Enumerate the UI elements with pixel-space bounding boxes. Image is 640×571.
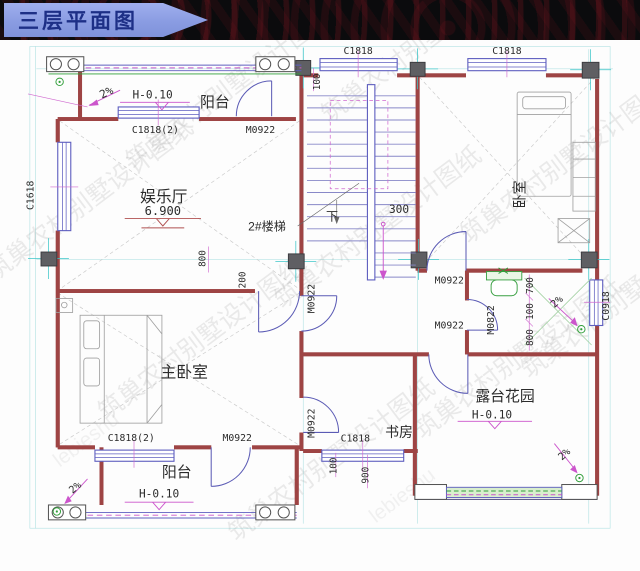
floor-plan-drawing: 筑巢农村别墅设计图纸 筑巢农村别墅设计图纸 筑巢农村别墅设计图纸 筑巢农村别墅设… — [0, 40, 640, 547]
door-label: M0922 — [435, 320, 464, 331]
dim-label: 800 — [198, 250, 209, 267]
dim-label: 700 — [525, 277, 536, 294]
door-label: M0922 — [306, 284, 317, 313]
door-label: M0922 — [223, 433, 252, 444]
level-label-balcony-bottom: H-0.10 — [139, 488, 179, 501]
room-label-master: 主卧室 — [161, 364, 208, 382]
annotations — [27, 51, 611, 511]
slope-label-bl: 2% — [67, 480, 84, 496]
room-label-entertainment: 娱乐厅 — [140, 188, 188, 206]
watermark-text: 筑巢农村别墅设计图纸 — [93, 253, 310, 426]
dim-label: 200 — [238, 272, 249, 289]
window-label: C1818 — [341, 434, 370, 445]
door-label: M0922 — [435, 276, 464, 287]
page-title: 三层平面图 — [18, 10, 138, 33]
bathroom-fixtures — [52, 77, 592, 516]
floor-drain-icon — [52, 77, 586, 516]
room-label-bedroom: 卧室 — [512, 180, 528, 208]
window-label: C1818 — [492, 46, 521, 57]
elevation-label: 6.900 — [145, 204, 181, 218]
doors — [210, 80, 499, 487]
dim-label: 900 — [360, 467, 371, 484]
structural-columns — [27, 47, 612, 282]
dim-label: 800 — [525, 329, 536, 346]
level-label-balcony-top: H-0.10 — [132, 89, 172, 102]
slope-arrow — [64, 89, 578, 505]
dim-label: 100 — [312, 73, 323, 90]
room-label-balcony-bottom: 阳台 — [162, 464, 192, 481]
dim-label: 100 — [525, 303, 536, 320]
room-label-study: 书房 — [385, 424, 413, 440]
room-label-balcony-top: 阳台 — [200, 94, 230, 111]
door-label: M0822 — [486, 305, 497, 334]
furniture — [55, 91, 596, 424]
staircase — [297, 84, 416, 281]
text-labels: 阳台 H-0.10 2% C1818(2) M0922 C1818 C1818 … — [26, 46, 613, 501]
stair-label: 2#楼梯 — [248, 219, 286, 234]
balcony-railings — [46, 56, 598, 521]
watermark-layer: 筑巢农村别墅设计图纸 筑巢农村别墅设计图纸 筑巢农村别墅设计图纸 筑巢农村别墅设… — [0, 40, 640, 547]
dim-label: 100 — [329, 458, 340, 475]
window-label: C1618 — [26, 181, 37, 210]
level-label-terrace: H-0.10 — [472, 408, 512, 421]
window-label: C0918 — [601, 291, 612, 320]
door-label: M0922 — [246, 125, 275, 136]
window-label: C1818(2) — [108, 433, 155, 444]
title-banner: 三层平面图 — [4, 3, 208, 37]
walls — [55, 69, 600, 507]
stair-down-label: 下 — [326, 209, 338, 223]
window-label: C1818 — [343, 46, 372, 57]
room-label-terrace: 露台花园 — [475, 388, 534, 405]
window-label: C1818(2) — [132, 125, 179, 136]
title-bar: 三层平面图 — [0, 0, 640, 40]
level-mark — [120, 101, 533, 511]
door-label: M0922 — [306, 408, 317, 437]
slope-label-tl: 2% — [98, 84, 116, 102]
projection-lines — [57, 76, 596, 446]
dim-label: 300 — [389, 203, 409, 216]
